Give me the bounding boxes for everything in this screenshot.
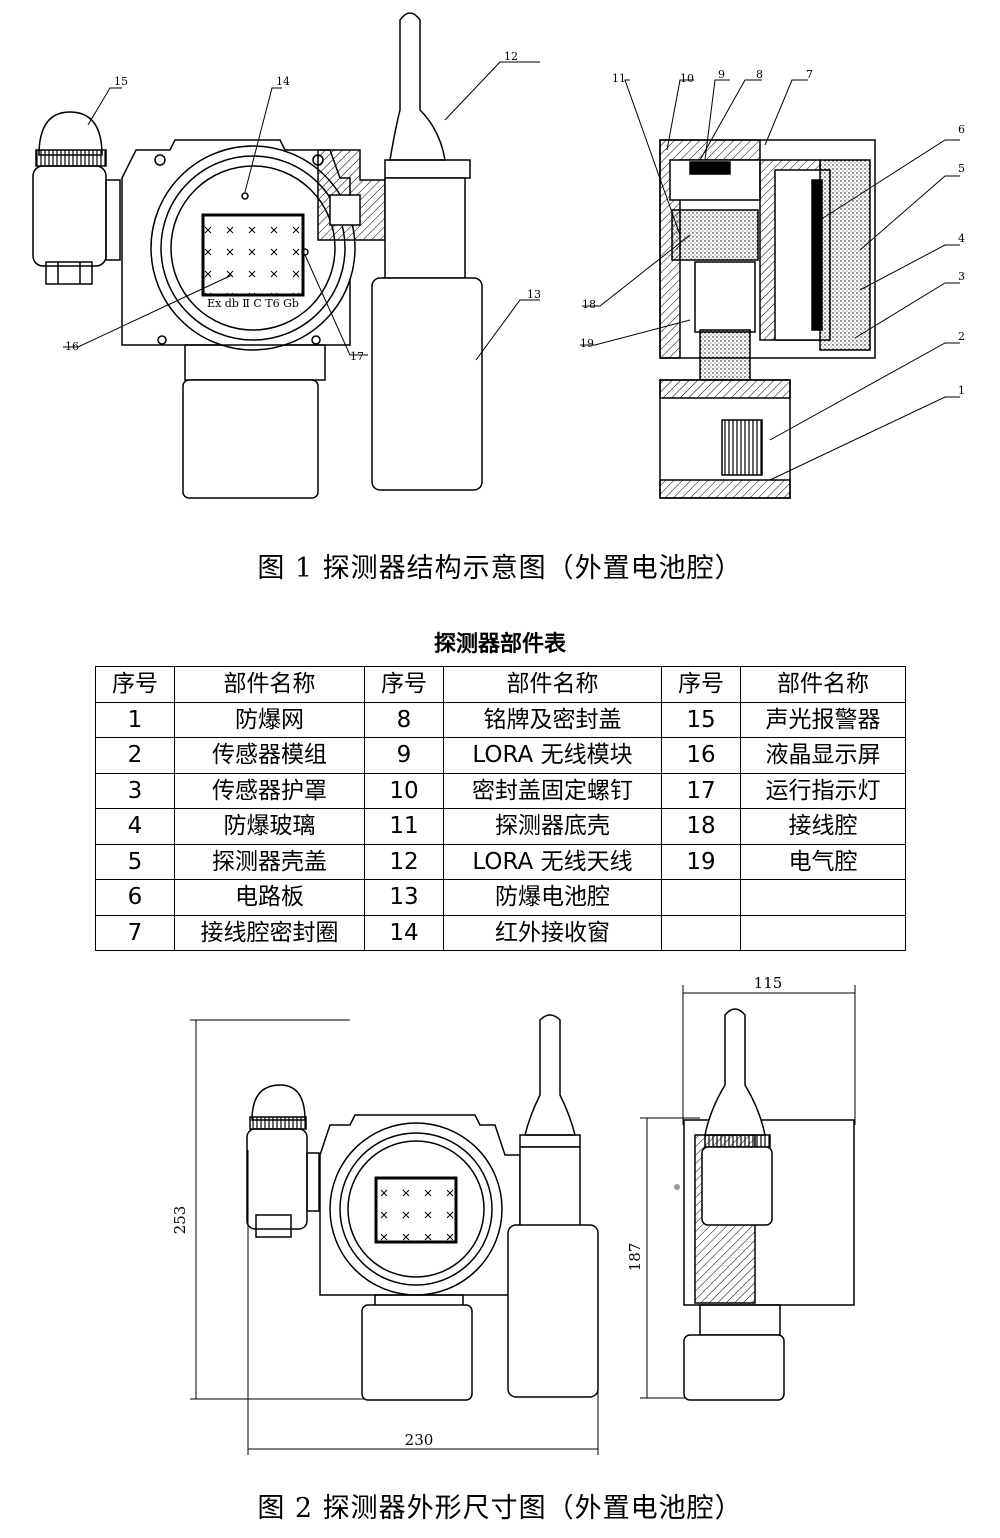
table-cell [661,914,741,951]
header-cell: 部件名称 [740,666,906,703]
side-outline [640,985,856,1401]
table-cell: 探测器壳盖 [174,843,365,880]
table-cell: 9 [364,737,444,774]
callout-10: 10 [680,72,694,85]
callout-7: 7 [806,68,813,81]
header-cell: 部件名称 [443,666,662,703]
table-cell: 5 [95,843,175,880]
table-cell: 电气腔 [740,843,906,880]
callout-15: 15 [114,75,128,88]
table-cell: LORA 无线天线 [443,843,662,880]
sound-light-alarm [32,111,107,285]
table-cell: 声光报警器 [740,701,906,738]
table-cell: 13 [364,879,444,916]
table-cell [740,879,906,916]
callout-6: 6 [958,123,965,136]
figure-2-caption: 图 2 探测器外形尺寸图（外置电池腔） [257,1493,743,1524]
callout-19: 19 [580,337,594,350]
table-cell: 接线腔密封圈 [174,914,365,951]
front-outline [190,1014,599,1455]
dimension-height: 253 [171,1206,189,1235]
header-cell: 序号 [95,666,175,703]
table-cell: 防爆网 [174,701,365,738]
callout-4: 4 [958,232,965,245]
table-cell: 运行指示灯 [740,772,906,809]
callout-11: 11 [612,72,626,85]
callout-16: 16 [65,340,79,353]
table-cell: 电路板 [174,879,365,916]
table-cell: 12 [364,843,444,880]
front-view: Ex db Ⅱ C T6 Gb [32,12,483,499]
table-row: 7 接线腔密封圈 14 红外接收窗 [95,914,906,951]
dimension-side-height: 187 [626,1243,644,1272]
callout-13: 13 [527,288,541,301]
table-cell: 防爆电池腔 [443,879,662,916]
dimension-depth: 115 [754,974,783,992]
header-cell: 部件名称 [174,666,365,703]
callout-17: 17 [350,350,364,363]
table-cell: 7 [95,914,175,951]
callout-labels: 1 2 3 4 5 6 7 8 9 10 11 12 13 14 15 16 1… [65,50,965,397]
table-cell: 液晶显示屏 [740,737,906,774]
table-cell: 3 [95,772,175,809]
header-cell: 序号 [661,666,741,703]
table-cell: 防爆玻璃 [174,808,365,845]
header-cell: 序号 [364,666,444,703]
table-cell: 8 [364,701,444,738]
table-cell: 11 [364,808,444,845]
table-cell: 6 [95,879,175,916]
callout-8: 8 [756,68,763,81]
callout-2: 2 [958,330,965,343]
leader-lines [63,61,960,481]
table-cell: 传感器模组 [174,737,365,774]
table-cell: 10 [364,772,444,809]
table-row: 2 传感器模组 9 LORA 无线模块 16 液晶显示屏 [95,737,906,774]
table-cell [740,914,906,951]
figure-1-structure-diagram: Ex db Ⅱ C T6 Gb [32,12,965,499]
parts-table-title: 探测器部件表 [433,632,566,657]
table-cell: 1 [95,701,175,738]
section-view [659,139,876,499]
table-cell: 19 [661,843,741,880]
table-cell: 探测器底壳 [443,808,662,845]
table-cell: LORA 无线模块 [443,737,662,774]
table-cell: 14 [364,914,444,951]
callout-9: 9 [718,68,725,81]
table-cell: 4 [95,808,175,845]
table-row: 4 防爆玻璃 11 探测器底壳 18 接线腔 [95,808,906,845]
table-cell: 铭牌及密封盖 [443,701,662,738]
figure-1-caption: 图 1 探测器结构示意图（外置电池腔） [257,553,743,584]
table-cell: 密封盖固定螺钉 [443,772,662,809]
table-cell: 17 [661,772,741,809]
callout-3: 3 [958,270,965,283]
table-row: 6 电路板 13 防爆电池腔 [95,879,906,916]
table-row: 1 防爆网 8 铭牌及密封盖 15 声光报警器 [95,701,906,738]
dimension-width: 230 [405,1431,434,1449]
callout-14: 14 [276,75,290,88]
table-cell: 16 [661,737,741,774]
callout-5: 5 [958,162,965,175]
table-row: 5 探测器壳盖 12 LORA 无线天线 19 电气腔 [95,843,906,880]
table-cell: 红外接收窗 [443,914,662,951]
figure-2-dimension-drawing: 253 230 115 187 [171,974,856,1455]
table-cell: 2 [95,737,175,774]
table-cell: 传感器护罩 [174,772,365,809]
table-cell: 15 [661,701,741,738]
table-row: 3 传感器护罩 10 密封盖固定螺钉 17 运行指示灯 [95,772,906,809]
table-header-row: 序号 部件名称 序号 部件名称 序号 部件名称 [95,666,906,703]
callout-1: 1 [958,384,965,397]
parts-table: 序号 部件名称 序号 部件名称 序号 部件名称 1 防爆网 8 铭牌及密封盖 1… [95,666,906,951]
callout-12: 12 [504,50,518,63]
table-cell: 18 [661,808,741,845]
table-cell [661,879,741,916]
lcd-ex-mark: Ex db Ⅱ C T6 Gb [207,297,299,310]
callout-18: 18 [582,298,596,311]
table-cell: 接线腔 [740,808,906,845]
